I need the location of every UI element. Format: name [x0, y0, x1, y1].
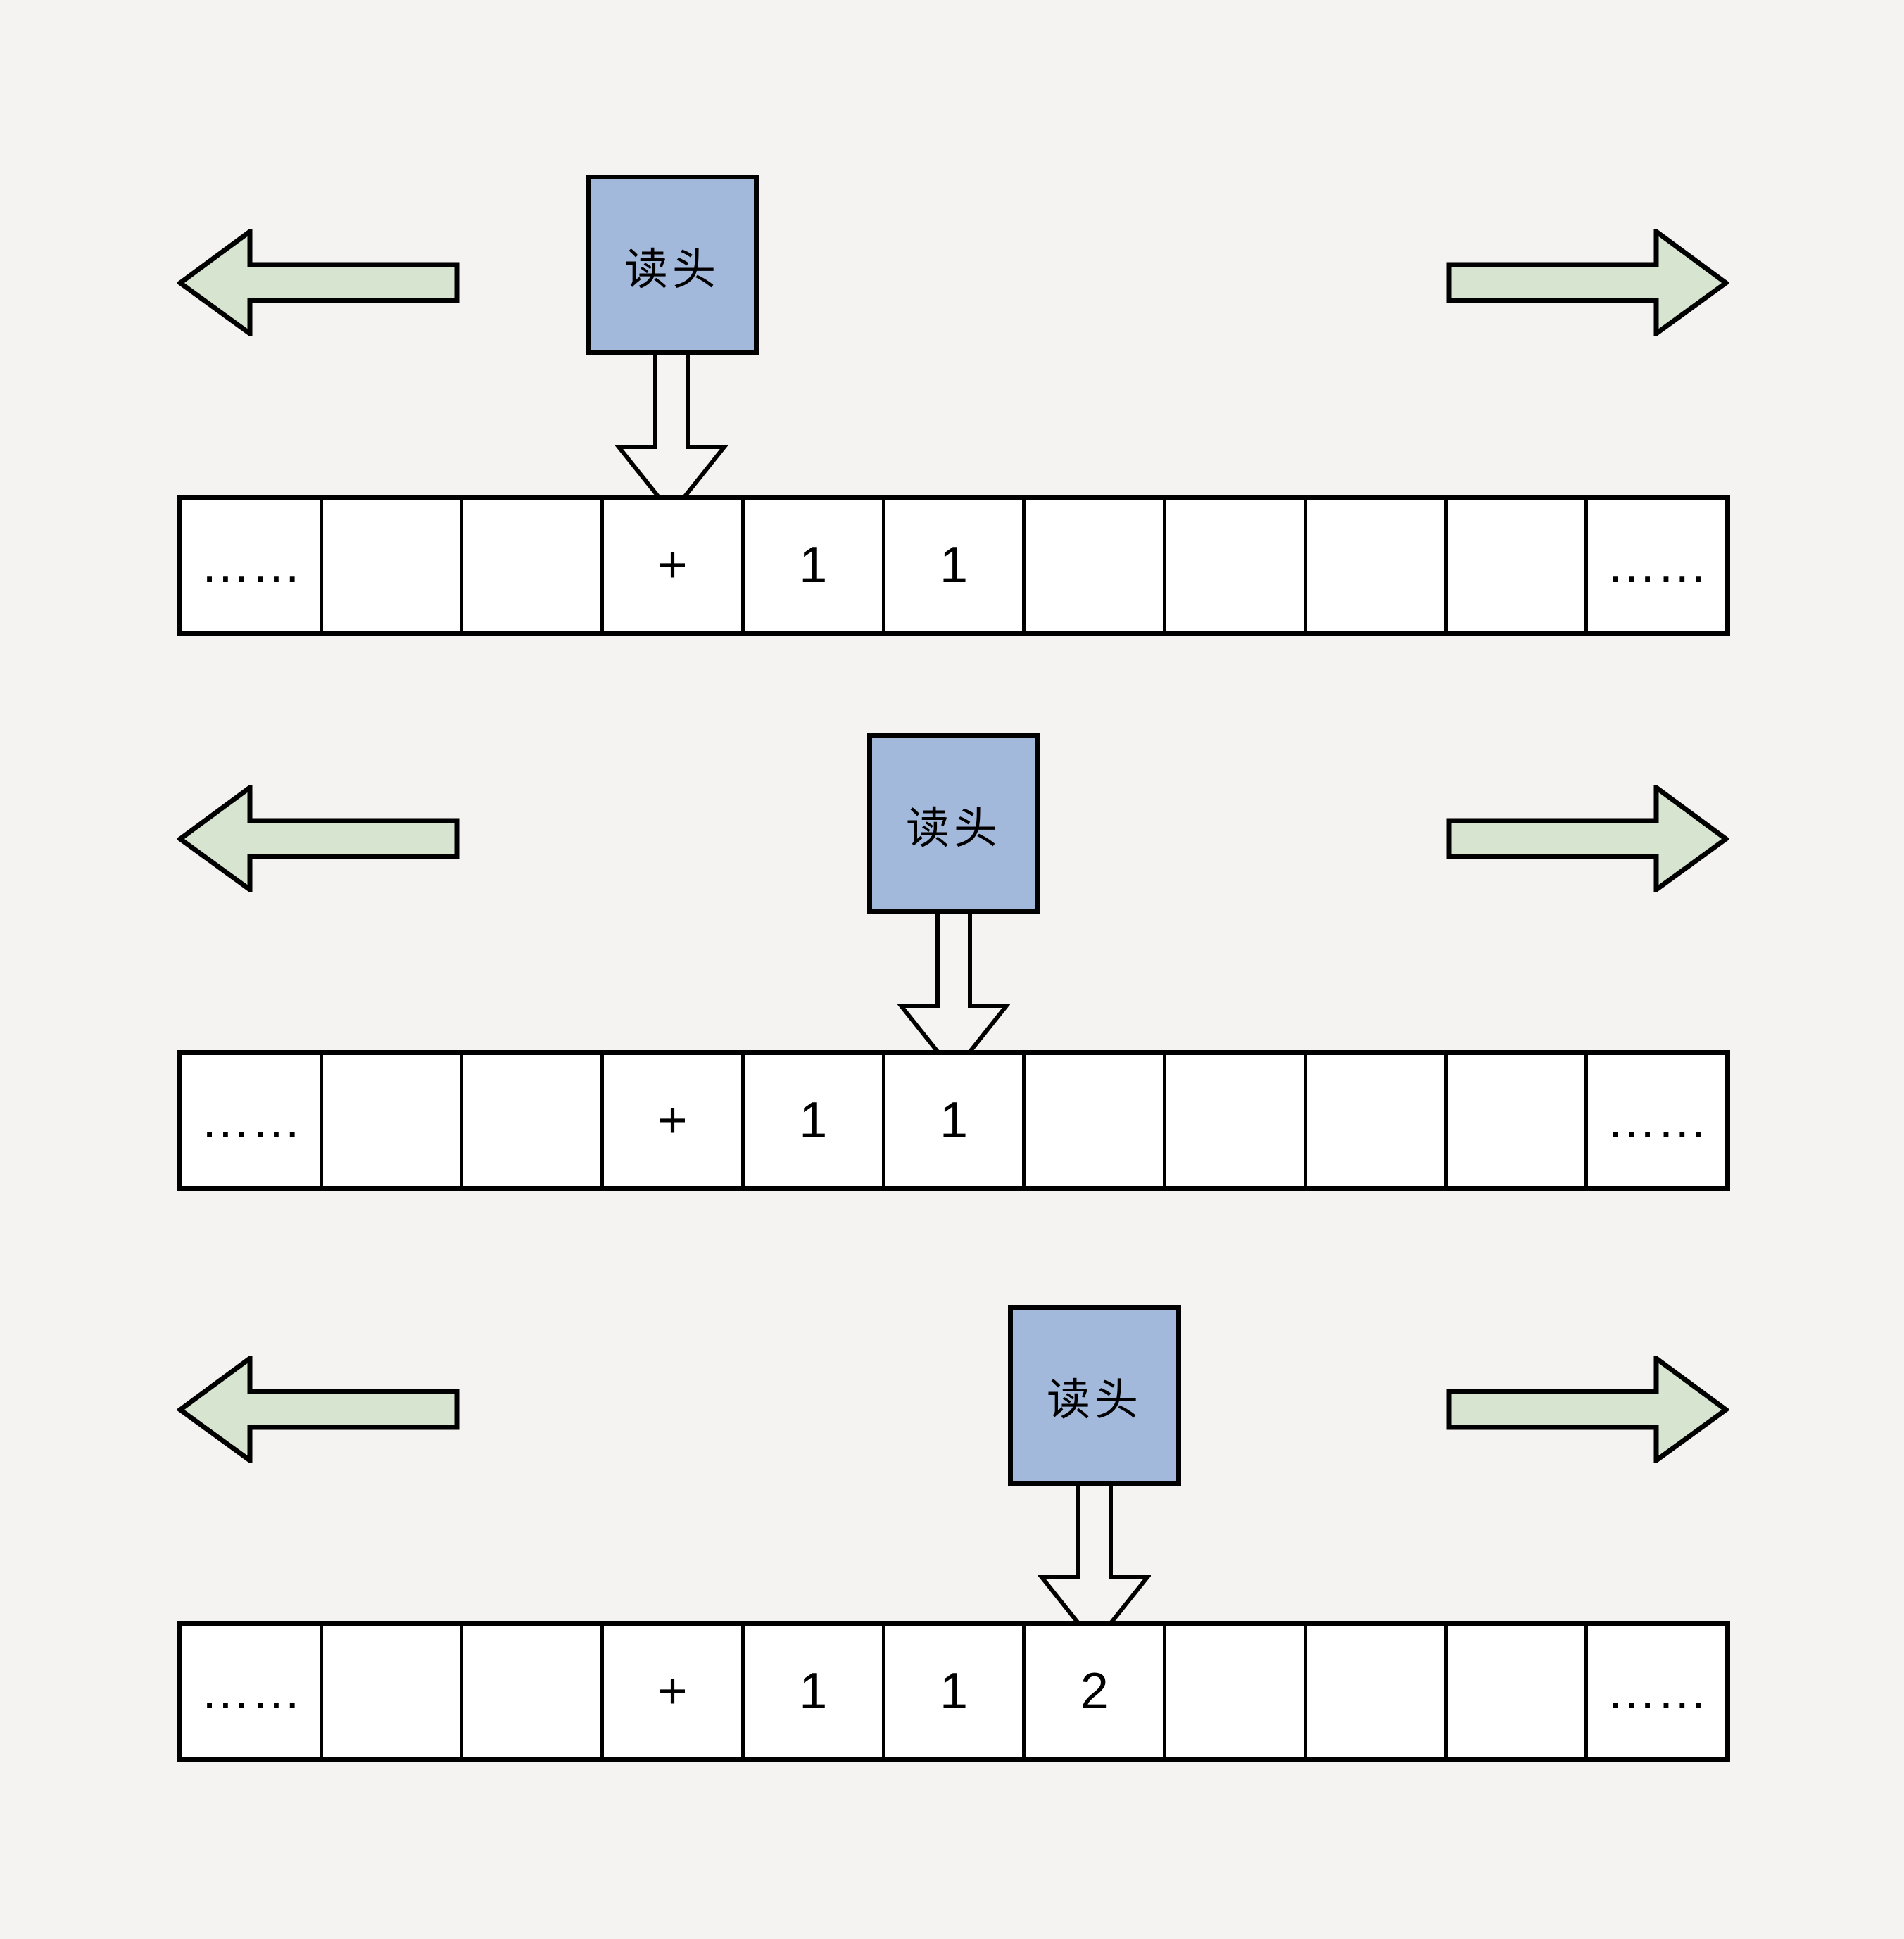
read-head-box: 读头: [867, 733, 1040, 914]
move-right-arrow-icon: [1446, 229, 1729, 336]
tape-cell: [460, 500, 600, 631]
move-left-arrow-icon: [177, 229, 460, 336]
tape-cell: 2: [1022, 1626, 1163, 1757]
head-pointer-arrow-icon: [897, 910, 1010, 1075]
tape-cell: [319, 500, 460, 631]
tape-cell: ……: [200, 537, 302, 593]
tape-cell: [1163, 1055, 1304, 1186]
tape-cell: ……: [200, 1092, 302, 1149]
tape-cell: [1303, 1055, 1444, 1186]
tape-cell: [1163, 1626, 1304, 1757]
tape-cell: [1444, 1055, 1585, 1186]
tape-cell: [460, 1626, 600, 1757]
tape-cell: [1444, 500, 1585, 631]
tape-cell: ……: [1584, 500, 1725, 631]
read-head-box: 读头: [1008, 1305, 1181, 1486]
tape-cell: 1: [881, 500, 1023, 631]
tape-cell: +: [600, 1055, 741, 1186]
tape-cell: 1: [881, 1055, 1023, 1186]
tape-cell: [1303, 500, 1444, 631]
tape-cell: [1022, 1055, 1163, 1186]
tape: …… + 1 1 2 ……: [177, 1621, 1730, 1762]
tape-cell: 1: [740, 1055, 882, 1186]
head-pointer-arrow-icon: [615, 351, 728, 517]
tape-cell: [1303, 1626, 1444, 1757]
move-left-arrow-icon: [177, 1356, 460, 1463]
tape-cell: ……: [1584, 1055, 1725, 1186]
tape-cell: [1022, 500, 1163, 631]
move-right-arrow-icon: [1446, 1356, 1729, 1463]
tape-cell: [460, 1055, 600, 1186]
tape-cell: 1: [740, 1626, 882, 1757]
tape-cell: [1163, 500, 1304, 631]
tape-cell: 1: [740, 500, 882, 631]
read-head-box: 读头: [586, 175, 759, 355]
tape: …… + 1 1 ……: [177, 1050, 1730, 1191]
move-left-arrow-icon: [177, 785, 460, 892]
read-head-label: 读头: [1046, 1375, 1142, 1425]
tape-cell: ……: [200, 1663, 302, 1719]
tape-cell: [319, 1626, 460, 1757]
tape-cell: ……: [1584, 1626, 1725, 1757]
head-pointer-arrow-icon: [1038, 1482, 1151, 1647]
move-right-arrow-icon: [1446, 785, 1729, 892]
read-head-label: 读头: [905, 804, 1002, 853]
read-head-label: 读头: [624, 245, 720, 294]
tape-cell: +: [600, 500, 741, 631]
tape: …… + 1 1 ……: [177, 495, 1730, 636]
tape-cell: [319, 1055, 460, 1186]
tape-cell: [1444, 1626, 1585, 1757]
tape-cell: 1: [881, 1626, 1023, 1757]
tape-cell: +: [600, 1626, 741, 1757]
